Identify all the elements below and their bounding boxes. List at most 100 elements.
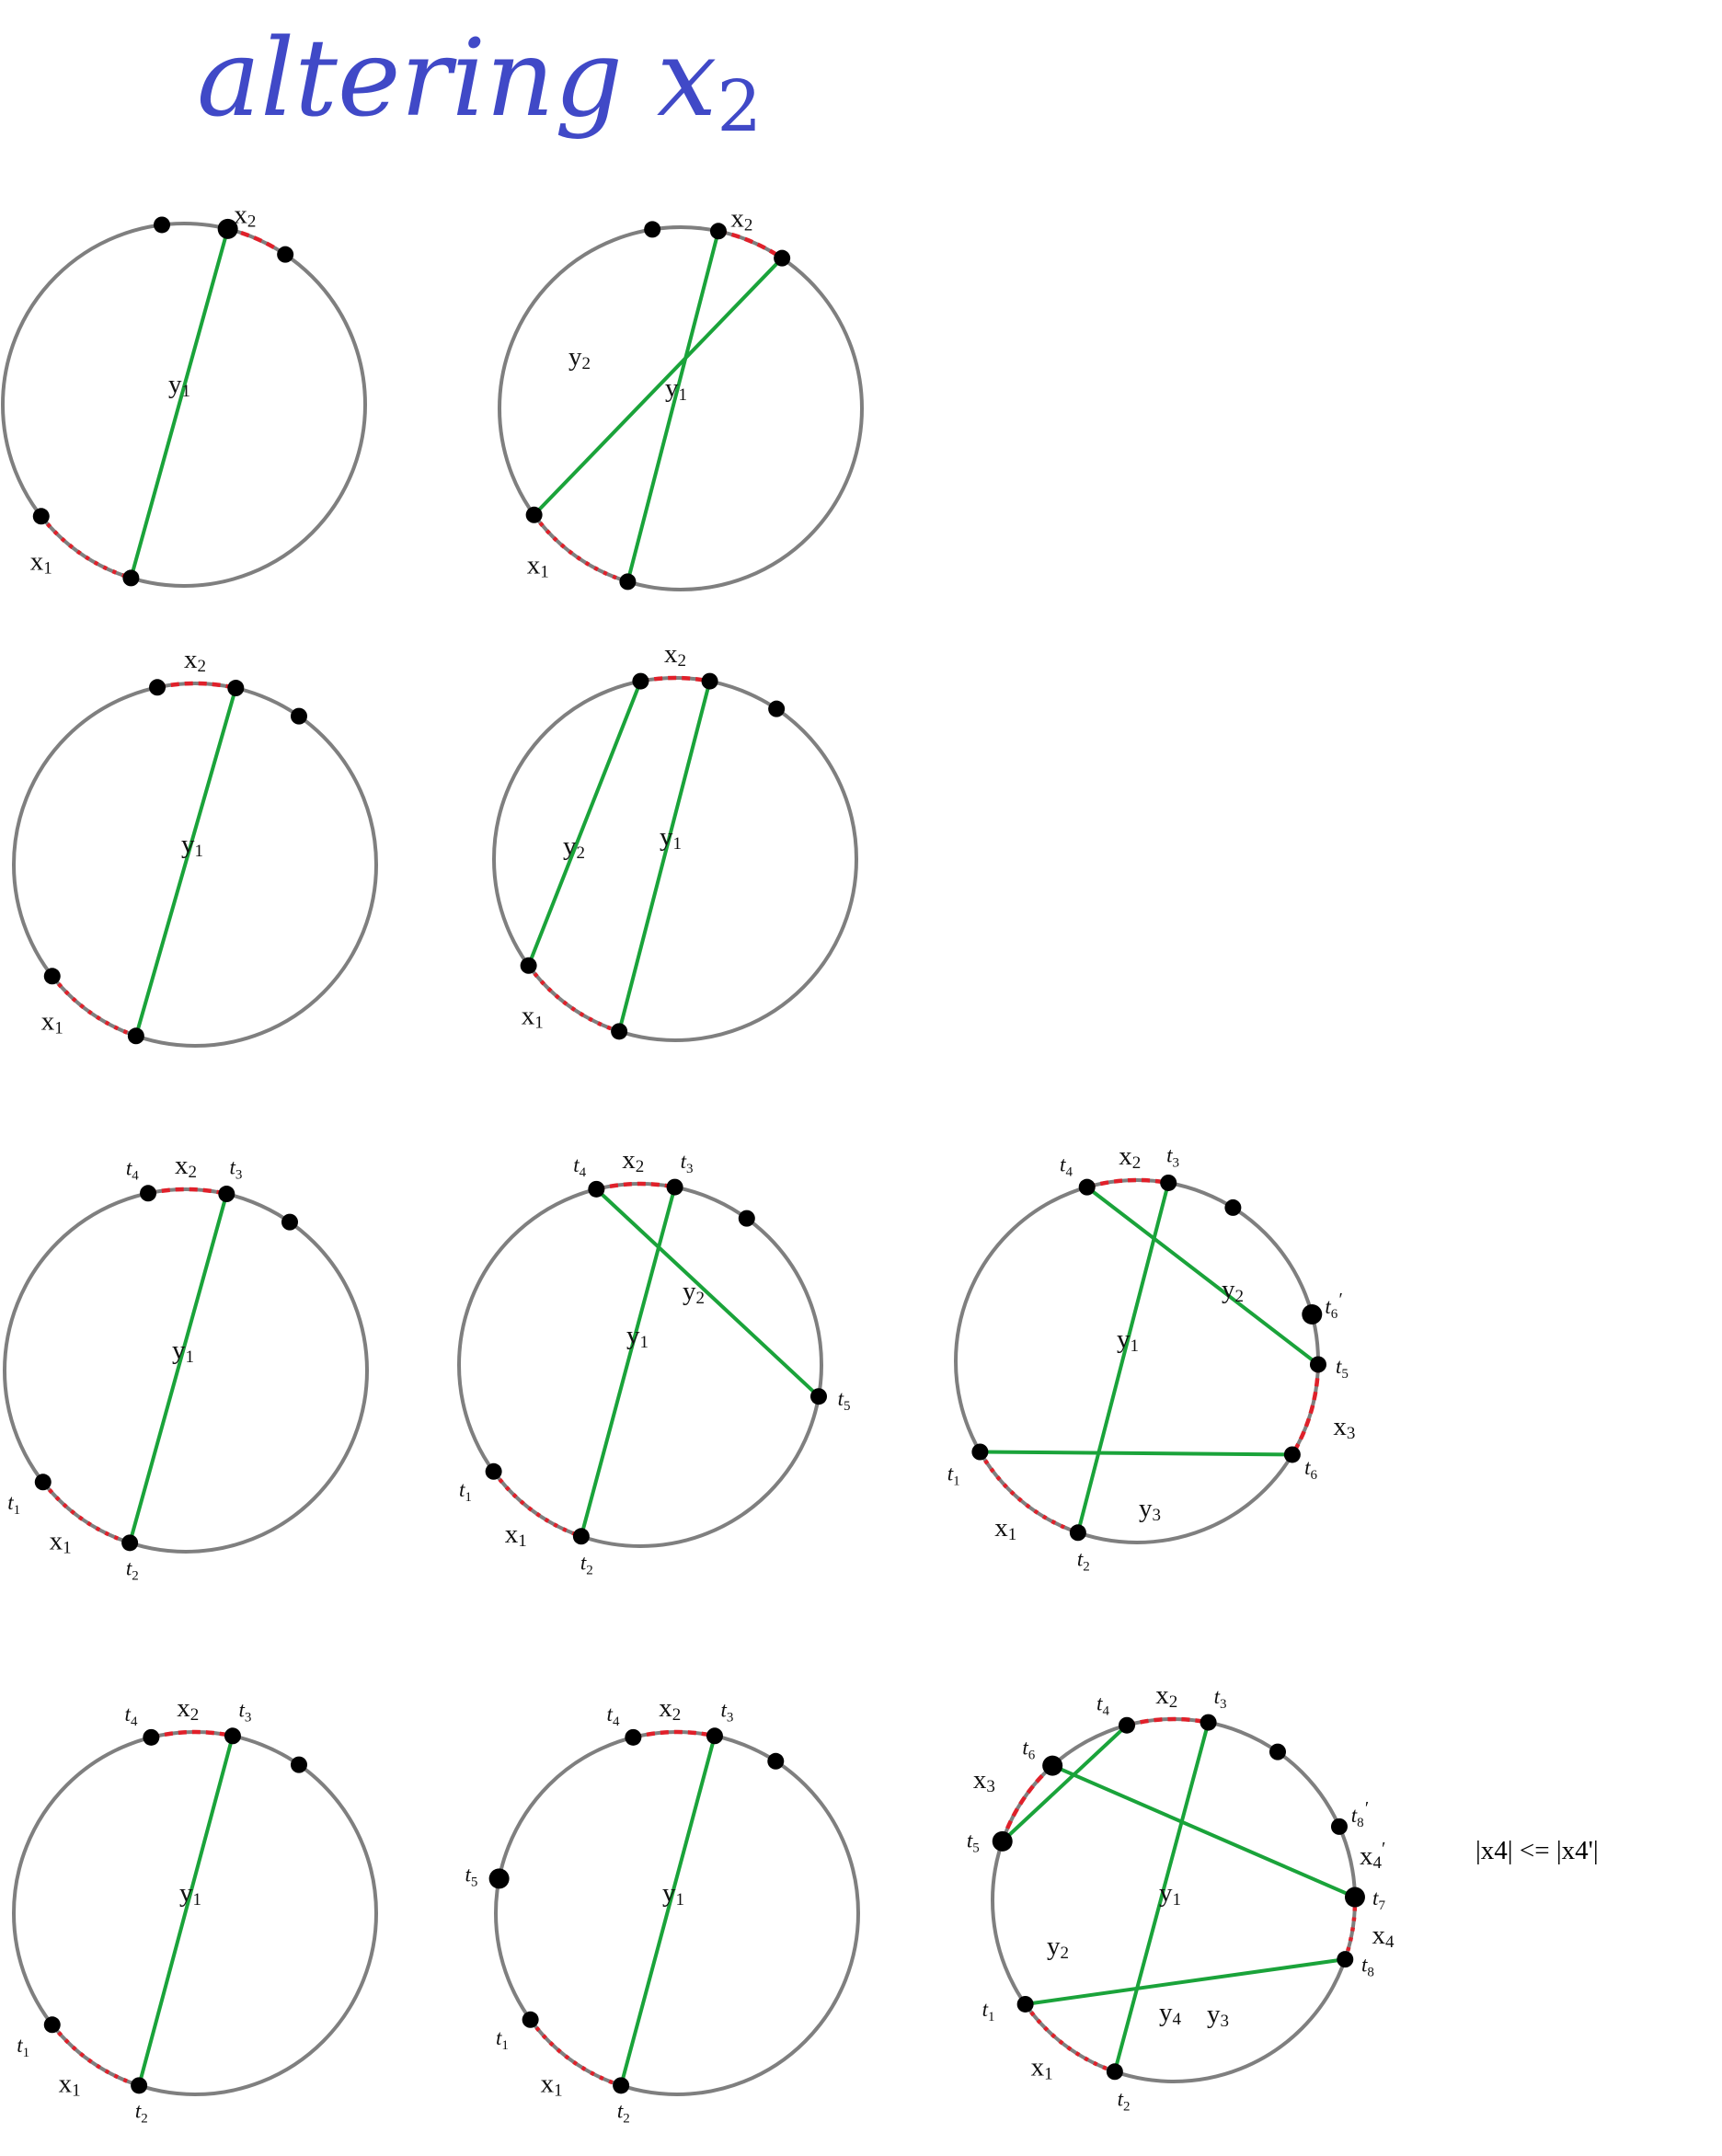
added-edge-1 bbox=[1075, 1182, 1171, 1533]
tour-node-1 bbox=[1119, 1716, 1136, 1734]
tour-node-2 bbox=[224, 1727, 241, 1745]
tour-node-2 bbox=[218, 1186, 235, 1203]
label-y1-d0-2: y1 bbox=[168, 370, 190, 402]
added-edge-1 bbox=[579, 1187, 677, 1537]
tour-node-7 bbox=[971, 1443, 989, 1461]
label-t5-d8-3: t5 bbox=[465, 1864, 477, 1890]
tour-node-1 bbox=[588, 1180, 605, 1198]
tour-node-4 bbox=[1042, 1755, 1063, 1776]
tour-node-7 bbox=[1344, 1886, 1365, 1908]
label-t2-d7-4: t2 bbox=[135, 2100, 148, 2127]
tour-node-1 bbox=[143, 1728, 160, 1746]
label-t6-d9-3: t6 bbox=[1022, 1737, 1035, 1763]
added-edge-1 bbox=[619, 1735, 717, 2086]
label-y1-d9-14: y1 bbox=[1159, 1878, 1181, 1910]
label-t2-d9-12: t2 bbox=[1118, 2088, 1131, 2115]
label-t1-d5-4: t1 bbox=[459, 1478, 472, 1505]
label-x2-d3-0: x2 bbox=[664, 639, 686, 671]
tour-node-6 bbox=[1330, 1818, 1348, 1835]
label-x4-d9-9: x4 bbox=[1372, 1921, 1395, 1953]
tour-node-3 bbox=[290, 707, 307, 725]
page-title: altering x2 bbox=[197, 17, 763, 148]
label-y1-d1-2: y1 bbox=[665, 373, 687, 406]
label-t8-d9-10: t8 bbox=[1361, 1954, 1374, 1980]
label-x2-d7-0: x2 bbox=[177, 1693, 199, 1726]
label-t5-d6-4: t5 bbox=[1336, 1355, 1349, 1382]
added-edge-2 bbox=[533, 257, 784, 517]
tour-node-3 bbox=[1269, 1743, 1286, 1760]
added-edge-2 bbox=[594, 1187, 821, 1398]
tour-circle bbox=[492, 676, 858, 1042]
tour-node-4 bbox=[43, 968, 61, 985]
label-x1-d3-1: x1 bbox=[522, 1001, 544, 1033]
tour-circle bbox=[3, 1187, 369, 1554]
label-t3-d5-2: t3 bbox=[681, 1150, 694, 1176]
label-y2-d3-3: y2 bbox=[563, 831, 585, 864]
tour-node-5 bbox=[121, 1534, 139, 1552]
label-t1-d7-3: t1 bbox=[17, 2034, 29, 2060]
label-t3-d9-2: t3 bbox=[1214, 1685, 1227, 1712]
tour-node-5 bbox=[485, 1462, 502, 1480]
tour-node-5 bbox=[127, 1027, 144, 1045]
tour-node-6 bbox=[1283, 1446, 1301, 1463]
removed-edge-2 bbox=[41, 1480, 131, 1545]
label-t2-d8-5: t2 bbox=[617, 2100, 630, 2127]
added-edge-1 bbox=[133, 687, 238, 1037]
added-edge-1 bbox=[129, 228, 230, 579]
tour-node-3 bbox=[774, 249, 791, 267]
tour-node-5 bbox=[992, 1830, 1013, 1852]
tour-node-4 bbox=[520, 957, 537, 974]
label-x2-d2-0: x2 bbox=[184, 645, 206, 677]
removed-edge-2 bbox=[1290, 1364, 1321, 1456]
tour-node-2 bbox=[1200, 1714, 1217, 1731]
label-t2-d4-4: t2 bbox=[126, 1557, 139, 1584]
tour-circle bbox=[498, 225, 864, 591]
label-x2-d8-0: x2 bbox=[659, 1693, 681, 1726]
removed-edge-2 bbox=[40, 514, 132, 580]
added-edge-3 bbox=[1051, 1763, 1356, 1899]
tour-node-3 bbox=[1224, 1198, 1242, 1216]
label-y2-d5-8: y2 bbox=[683, 1277, 705, 1309]
label-t3-d4-2: t3 bbox=[229, 1156, 242, 1183]
tour-node-1 bbox=[153, 216, 170, 234]
label-x1-d5-6: x1 bbox=[505, 1520, 527, 1552]
label-t1-d8-4: t1 bbox=[496, 2026, 509, 2053]
label-x2-d6-0: x2 bbox=[1119, 1141, 1141, 1174]
removed-edge-4 bbox=[1023, 2002, 1116, 2074]
tour-node-5 bbox=[522, 2011, 539, 2028]
label-t4-d7-1: t4 bbox=[125, 1703, 138, 1729]
label-x1-d0-1: x1 bbox=[30, 546, 52, 579]
label-x2-d9-0: x2 bbox=[1155, 1680, 1177, 1713]
tour-node-6 bbox=[572, 1528, 590, 1545]
tour-node-5 bbox=[131, 2077, 148, 2094]
label-y1-d7-6: y1 bbox=[179, 1878, 201, 1910]
label-t4-d4-1: t4 bbox=[126, 1157, 139, 1184]
label-t8-d9-6: t8′ bbox=[1351, 1798, 1369, 1831]
tour-node-2 bbox=[217, 218, 238, 239]
tour-node-1 bbox=[644, 221, 661, 238]
label-y2-d9-16: y2 bbox=[1047, 1932, 1069, 1964]
label-y1-d8-7: y1 bbox=[662, 1878, 684, 1910]
label-y1-d4-6: y1 bbox=[172, 1336, 194, 1368]
added-edge-2 bbox=[1001, 1724, 1129, 1843]
tour-node-4 bbox=[810, 1388, 828, 1405]
label-y1-d5-7: y1 bbox=[626, 1321, 649, 1353]
label-x1-d7-5: x1 bbox=[59, 2069, 81, 2101]
tour-circle bbox=[12, 682, 378, 1048]
removed-edge-3 bbox=[978, 1451, 1079, 1535]
removed-edge-2 bbox=[51, 974, 137, 1038]
label-t4-d6-1: t4 bbox=[1060, 1153, 1073, 1180]
tour-node-4 bbox=[32, 508, 50, 525]
label-x2-d4-0: x2 bbox=[175, 1151, 197, 1183]
tour-node-1 bbox=[1078, 1178, 1096, 1196]
label-t6-d6-3: t6′ bbox=[1325, 1289, 1342, 1322]
added-edge-1 bbox=[137, 1735, 235, 2086]
tour-node-1 bbox=[632, 672, 649, 690]
label-x3-d9-4: x3 bbox=[973, 1765, 995, 1797]
